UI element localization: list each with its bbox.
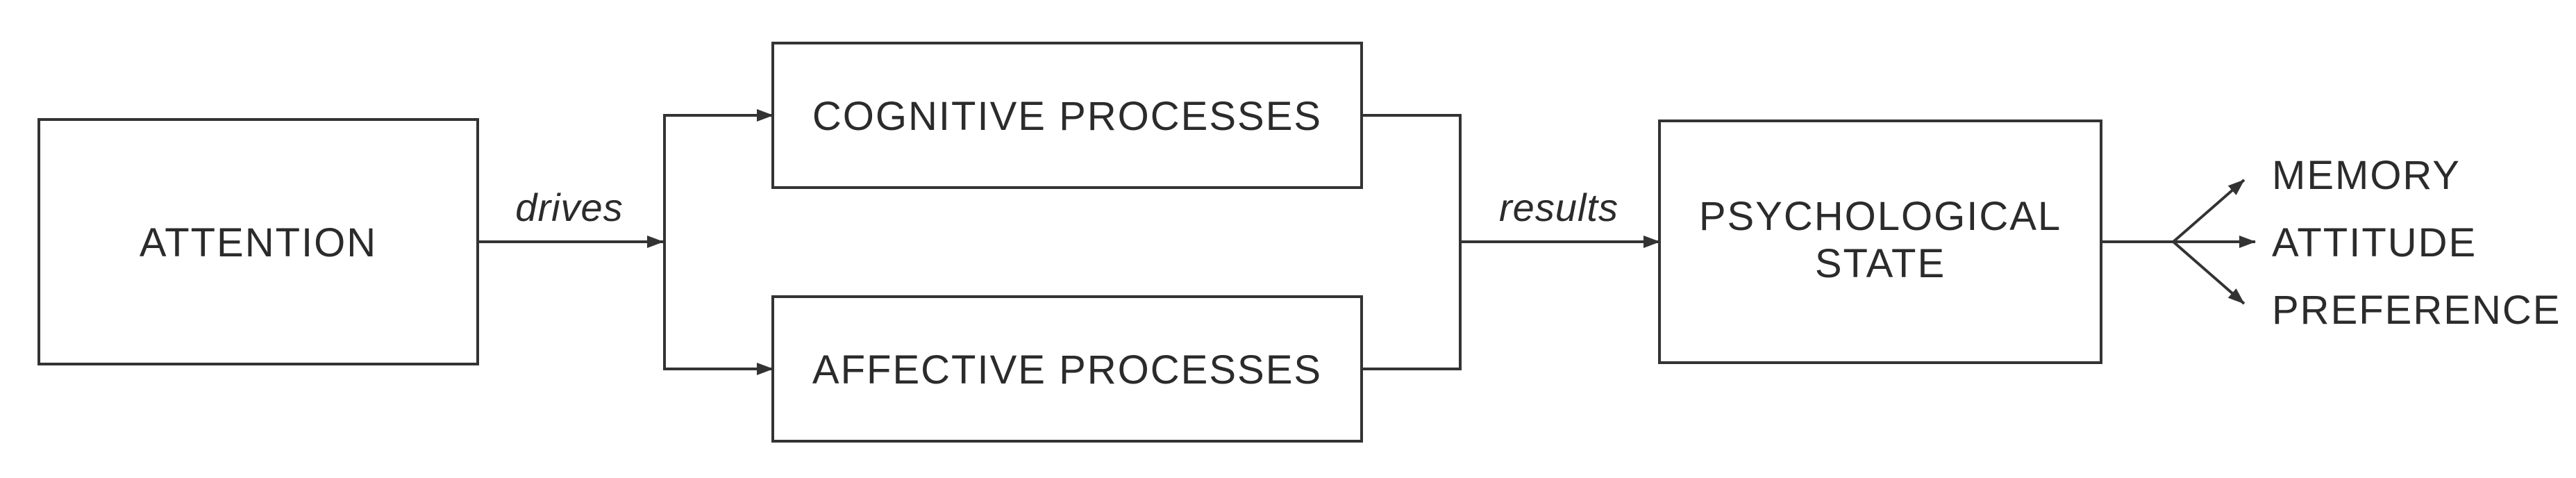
outcome-label-memory: MEMORY xyxy=(2272,153,2461,198)
edge-drives-label: drives xyxy=(515,186,623,229)
attention-box xyxy=(37,118,479,365)
edge-to-memory xyxy=(2172,179,2245,243)
psychological-state-label-line2: STATE xyxy=(1815,241,1946,286)
affective-processes-box xyxy=(771,295,1363,443)
attention-label: ATTENTION xyxy=(140,220,377,265)
cognitive-processes-label: COGNITIVE PROCESSES xyxy=(812,94,1322,139)
psychological-state-label-line1: PSYCHOLOGICAL xyxy=(1699,194,2061,239)
cognitive-processes-box xyxy=(771,42,1363,189)
affective-processes-label: AFFECTIVE PROCESSES xyxy=(812,347,1322,393)
outcome-label-attitude: ATTITUDE xyxy=(2272,220,2477,265)
outcome-label-preference: PREFERENCE xyxy=(2272,288,2561,333)
edge-to-preference xyxy=(2172,240,2245,305)
edge-results-label: results xyxy=(1499,186,1619,229)
